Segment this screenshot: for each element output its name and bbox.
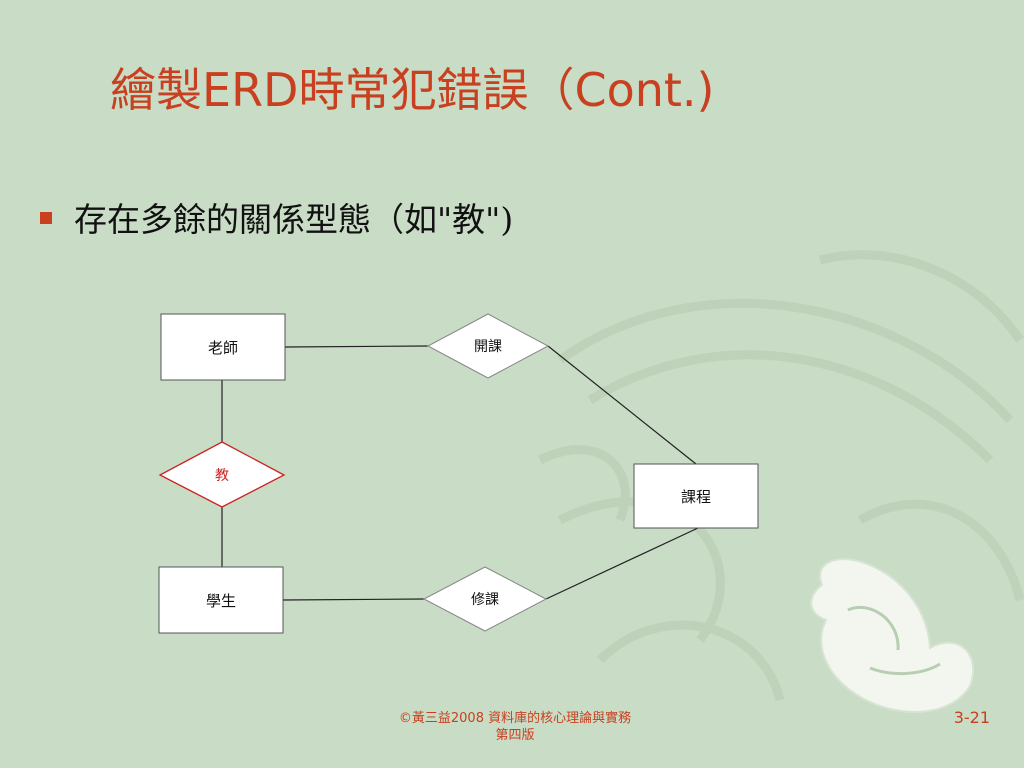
entity-teacher: 老師 <box>160 313 286 381</box>
connector-student-enroll <box>282 598 425 601</box>
relationship-enroll-label: 修課 <box>471 592 499 608</box>
footer-copyright: ©黃三益2008 資料庫的核心理論與實務 第四版 <box>340 710 690 744</box>
entity-student-label: 學生 <box>206 592 236 610</box>
entity-course: 課程 <box>633 463 759 529</box>
connector-enroll-course <box>545 527 699 600</box>
connector-teacher-offer <box>284 345 429 348</box>
bullet-text: 存在多餘的關係型態（如"教") <box>74 200 514 239</box>
connector-offer-course <box>547 345 697 465</box>
relationship-enroll: 修課 <box>422 566 548 632</box>
footer-line-1: ©黃三益2008 資料庫的核心理論與實務 <box>398 711 632 726</box>
bullet-square-icon <box>40 212 52 224</box>
relationship-offer: 開課 <box>426 313 550 379</box>
entity-course-label: 課程 <box>681 488 711 506</box>
entity-teacher-label: 老師 <box>208 339 238 357</box>
footer-line-2: 第四版 <box>495 728 535 743</box>
bullet-item: 存在多餘的關係型態（如"教") <box>40 192 513 242</box>
page-number: 3-21 <box>953 708 990 727</box>
relationship-teach-label: 教 <box>215 468 229 484</box>
relationship-offer-label: 開課 <box>474 339 502 355</box>
slide-title: 繪製ERD時常犯錯誤（Cont.) <box>110 63 715 117</box>
relationship-teach: 教 <box>158 441 286 508</box>
entity-student: 學生 <box>158 566 284 634</box>
